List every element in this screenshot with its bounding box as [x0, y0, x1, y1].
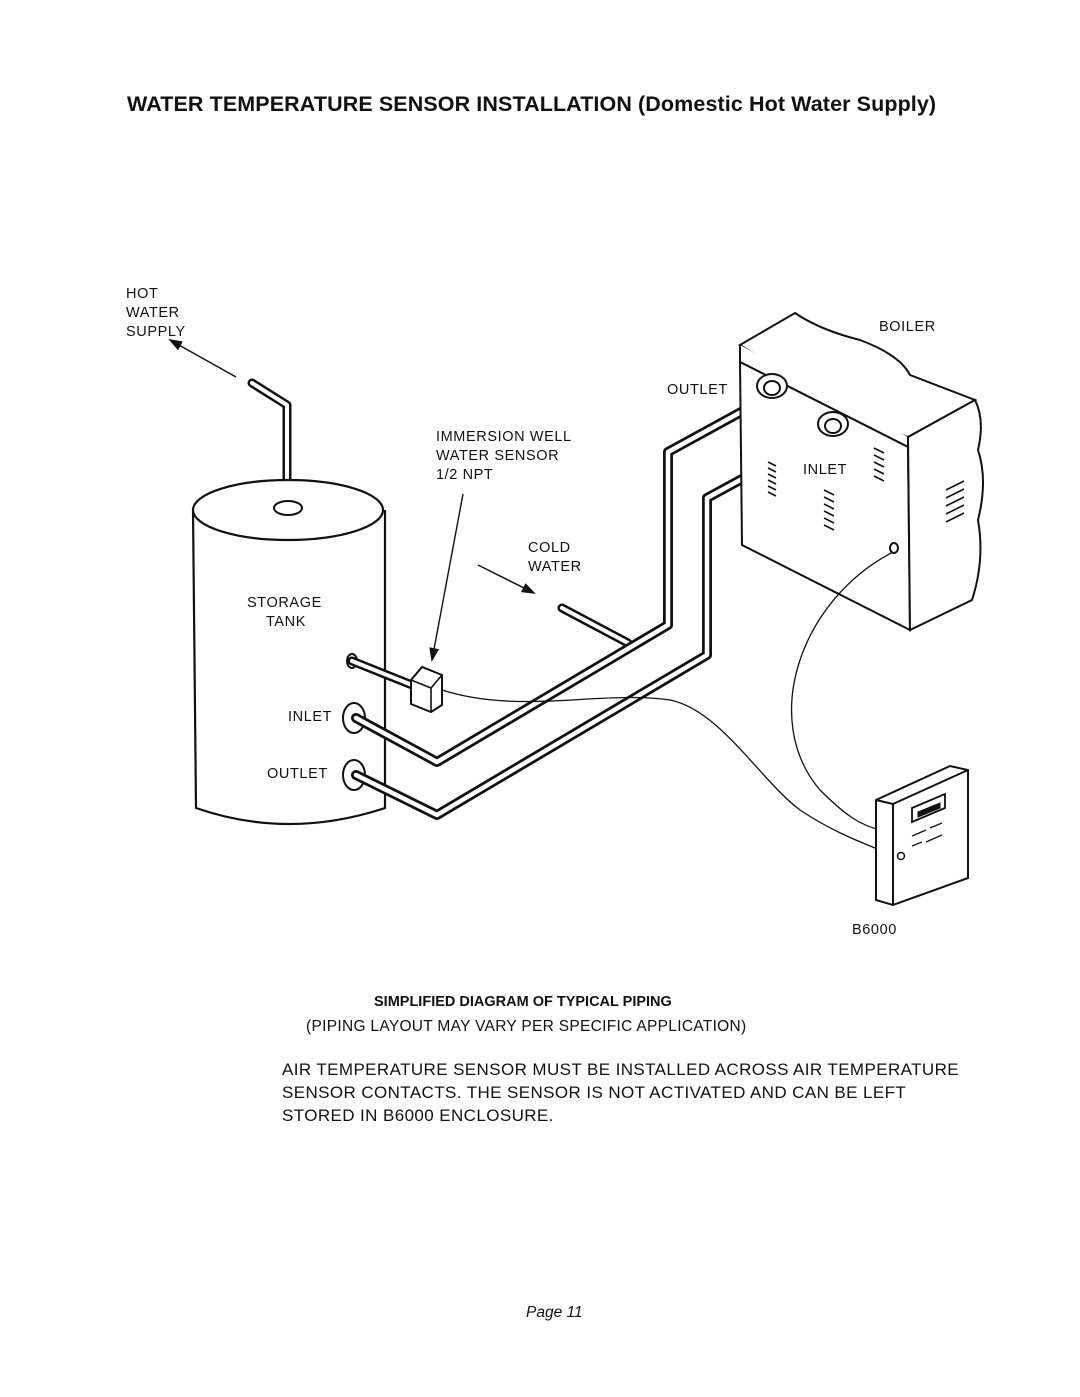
diagram-caption: SIMPLIFIED DIAGRAM OF TYPICAL PIPING [374, 994, 672, 1010]
label-water: WATER [126, 305, 180, 321]
immersion-sensor-icon [410, 665, 443, 714]
installation-note: AIR TEMPERATURE SENSOR MUST BE INSTALLED… [282, 1058, 982, 1127]
label-water-sensor: WATER SENSOR [436, 448, 559, 464]
label-cold-water: WATER [528, 559, 582, 575]
label-storage: STORAGE [247, 595, 322, 611]
boiler-icon [738, 311, 984, 632]
boiler-wire [790, 551, 894, 831]
label-cold: COLD [528, 540, 571, 556]
label-npt: 1/2 NPT [436, 467, 493, 483]
title-subtitle: (Domestic Hot Water Supply) [638, 92, 937, 116]
note-line: STORED IN B6000 ENCLOSURE. [282, 1106, 554, 1125]
note-line: SENSOR CONTACTS. THE SENSOR IS NOT ACTIV… [282, 1083, 907, 1102]
hot-water-arrow-icon [168, 339, 237, 378]
title-main: WATER TEMPERATURE SENSOR INSTALLATION [127, 92, 632, 116]
sensor-wire [441, 689, 881, 851]
label-supply: SUPPLY [126, 324, 186, 340]
label-tank: TANK [266, 614, 306, 630]
page-title: WATER TEMPERATURE SENSOR INSTALLATION (D… [127, 92, 936, 117]
diagram-subcaption: (PIPING LAYOUT MAY VARY PER SPECIFIC APP… [306, 1018, 747, 1035]
label-immersion-well: IMMERSION WELL [436, 429, 572, 445]
sensor-pipe-stub [347, 656, 417, 690]
note-line: AIR TEMPERATURE SENSOR MUST BE INSTALLED… [282, 1060, 960, 1079]
cold-water-arrow-icon [477, 564, 536, 594]
b6000-controller-icon [875, 764, 969, 907]
label-boiler: BOILER [879, 319, 936, 335]
label-hot: HOT [126, 286, 158, 302]
hot-water-pipe [247, 378, 292, 513]
page-number: Page 11 [526, 1304, 583, 1321]
label-tank-inlet: INLET [288, 709, 332, 725]
boiler-louvers [767, 447, 965, 531]
label-boiler-outlet: OUTLET [667, 382, 728, 398]
label-tank-outlet: OUTLET [267, 766, 328, 782]
pipe-tank-inlet-to-boiler-outlet [351, 390, 777, 767]
cold-water-pipe [557, 603, 633, 648]
sensor-leader-line [429, 493, 464, 662]
label-boiler-inlet: INLET [803, 462, 847, 478]
label-b6000: B6000 [852, 922, 897, 938]
